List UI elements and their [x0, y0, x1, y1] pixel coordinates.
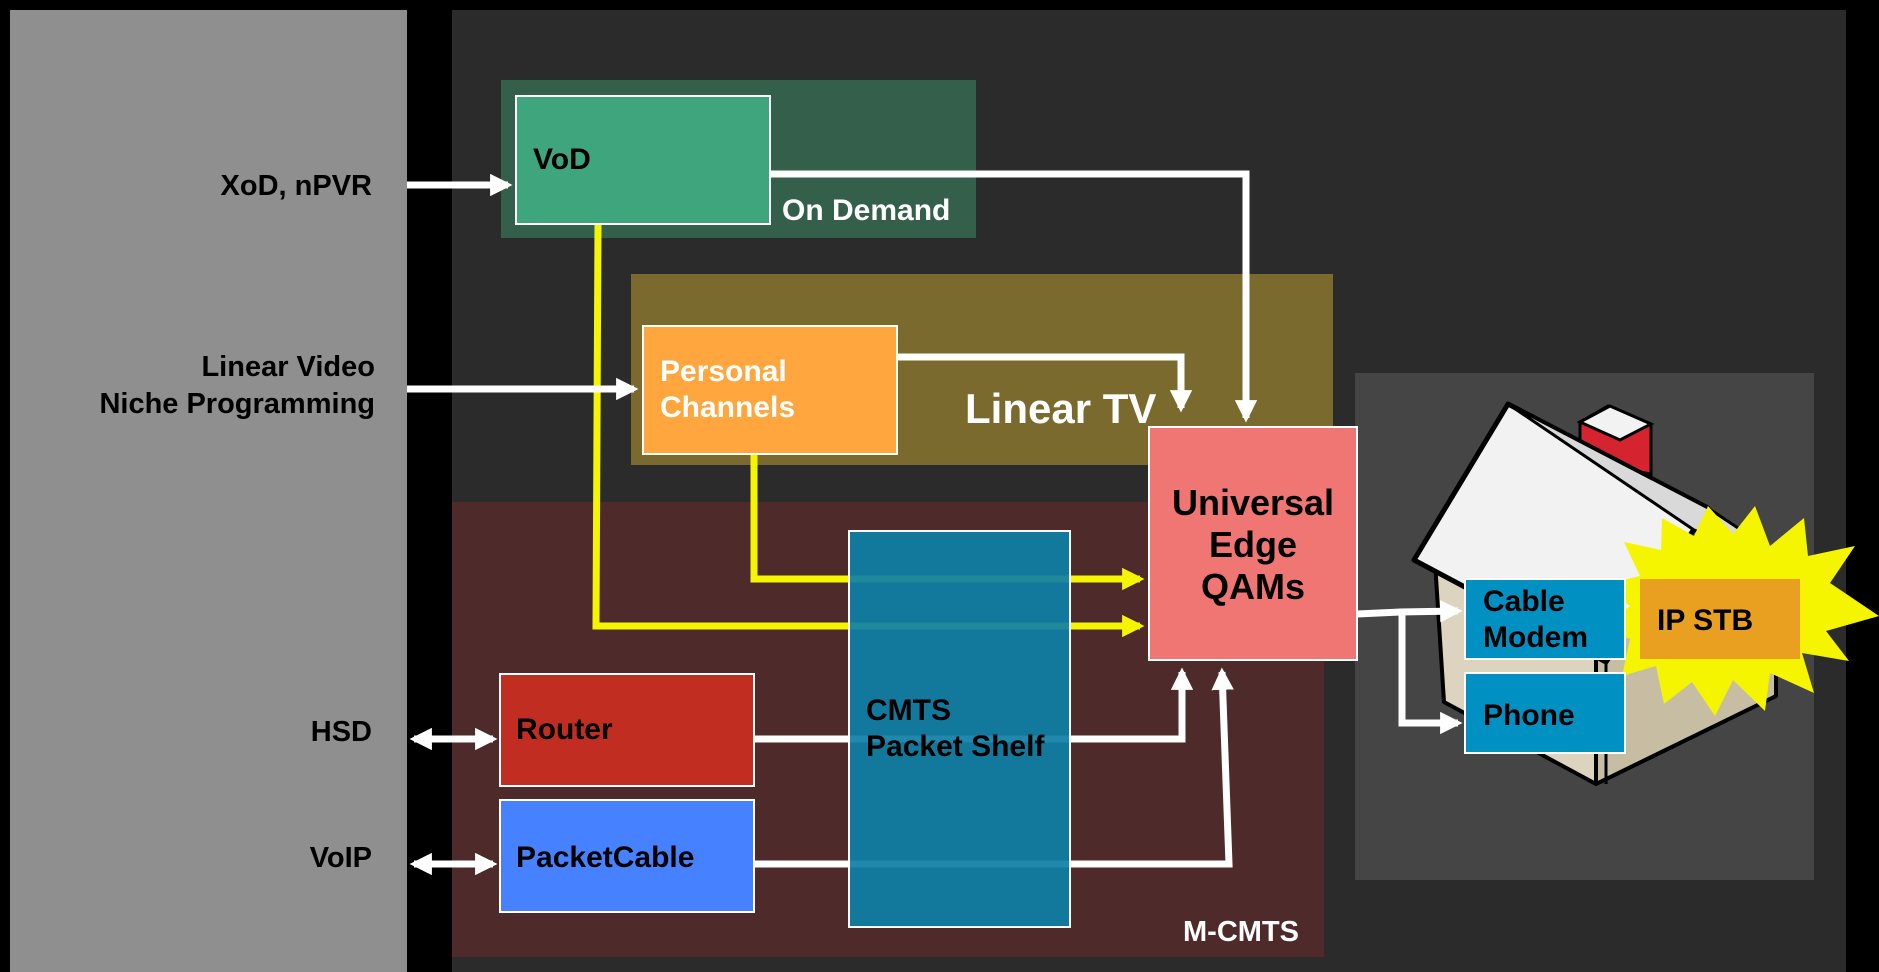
cable-modem-line-1: Cable — [1483, 585, 1565, 618]
qam-line-2: Edge — [1208, 524, 1297, 565]
qam-label: Universal Edge QAMs — [1149, 482, 1357, 608]
cmts-label: CMTS Packet Shelf — [866, 693, 1044, 765]
ip-stb-box — [1640, 579, 1800, 659]
cable-modem-box — [1464, 578, 1626, 660]
personal-channels-line-1: Personal — [660, 355, 787, 388]
vod-label: VoD — [533, 143, 591, 176]
personal-channels-label: Personal Channels — [660, 354, 795, 426]
source-voip-row: VoIP — [10, 842, 372, 882]
mcmts-label: M-CMTS — [1183, 916, 1299, 948]
packetcable-label: PacketCable — [516, 841, 695, 874]
router-label: Router — [516, 713, 613, 746]
flow-qam-to-phone — [1398, 612, 1463, 735]
qam-line-3: QAMs — [1200, 566, 1305, 607]
ip-stb-label: IP STB — [1657, 604, 1754, 637]
source-xod-row: XoD, nPVR — [10, 170, 372, 210]
source-panel — [10, 10, 407, 972]
cable-modem-line-2: Modem — [1483, 621, 1588, 654]
personal-channels-box — [642, 325, 898, 455]
phone-label: Phone — [1483, 699, 1575, 732]
source-label-xod: XoD, nPVR — [220, 170, 372, 202]
phone-box — [1464, 672, 1626, 754]
flow-personal-to-qam — [897, 353, 1193, 413]
cmts-line-1: CMTS — [866, 694, 951, 727]
source-hsd-row: HSD — [10, 716, 372, 756]
flow-vod-to-qam — [770, 170, 1258, 423]
qam-box — [1148, 426, 1358, 661]
vod-box — [515, 95, 771, 225]
source-label-niche-programming: Niche Programming — [99, 388, 375, 420]
flow-qam-to-modem — [1356, 600, 1463, 623]
router-box — [499, 673, 755, 787]
source-label-hsd: HSD — [310, 716, 372, 748]
source-linear-row: Linear Video Niche Programming — [10, 351, 375, 431]
cable-modem-label: Cable Modem — [1483, 584, 1588, 656]
cmts-box — [848, 530, 1071, 928]
personal-channels-line-2: Channels — [660, 391, 796, 424]
linear-tv-label: Linear TV — [965, 385, 1157, 432]
qam-line-1: Universal — [1171, 482, 1335, 523]
source-label-linear-video: Linear Video — [201, 351, 375, 383]
cmts-line-2: Packet Shelf — [866, 730, 1045, 763]
on-demand-label: On Demand — [782, 194, 951, 227]
packetcable-box — [499, 799, 755, 913]
source-label-voip: VoIP — [309, 842, 372, 874]
